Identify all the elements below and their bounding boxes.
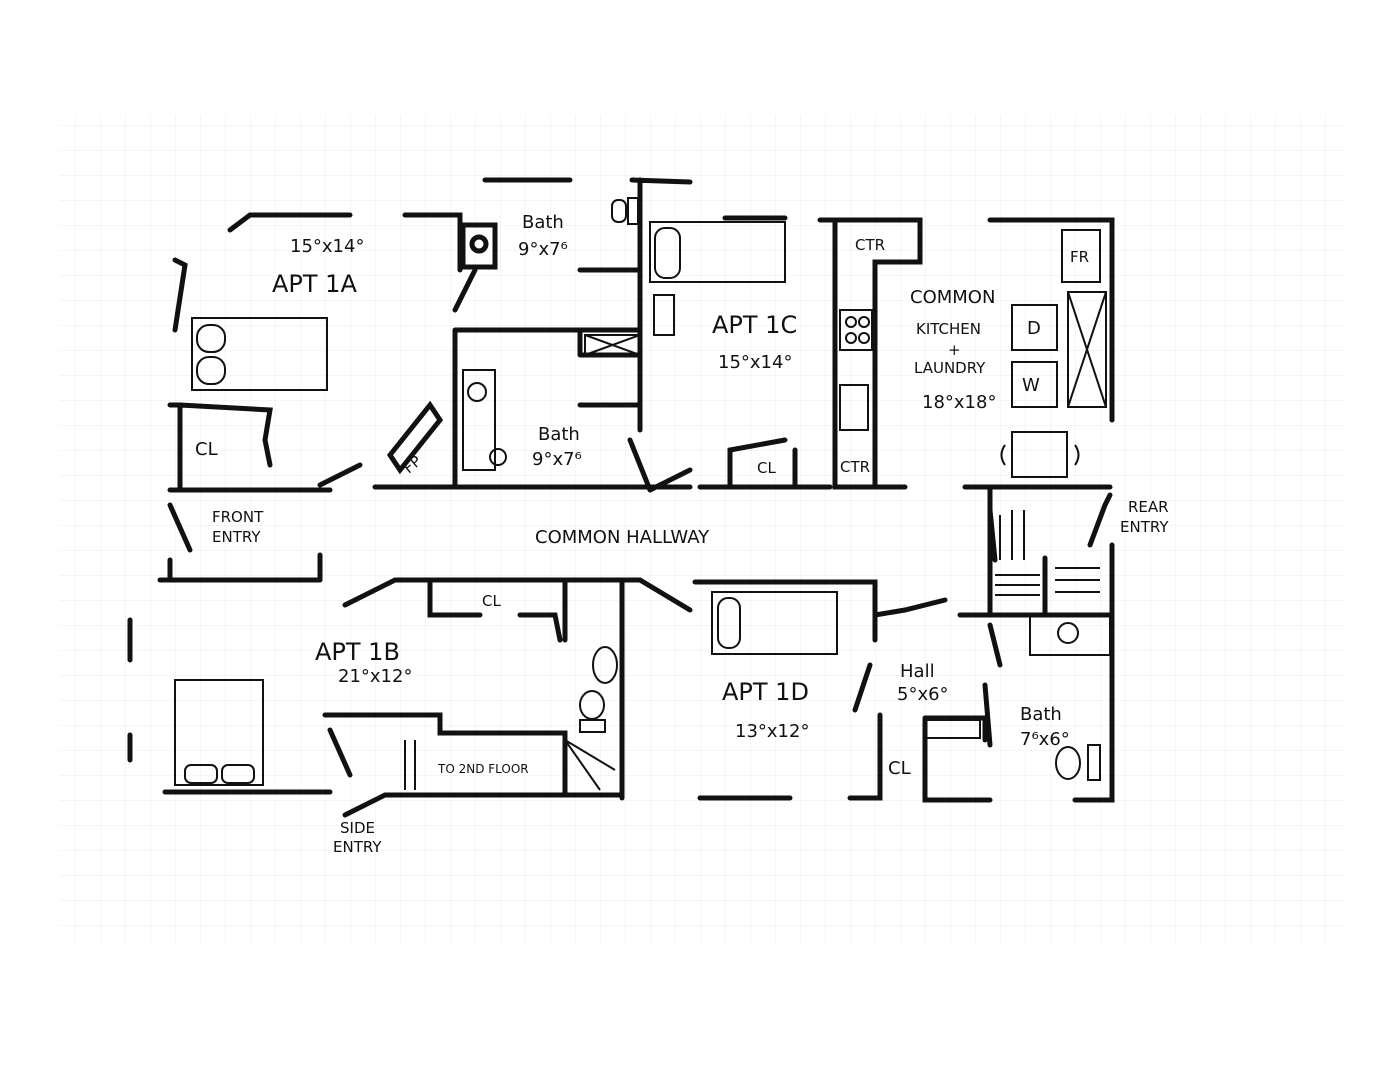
apt1a-dims: 15°x14° [290, 236, 364, 257]
rear-bath-dims: 7⁶x6° [1020, 729, 1070, 750]
bath-mid-name: Bath [538, 424, 580, 445]
side-entry-1: SIDE [340, 819, 375, 837]
side-entry-2: ENTRY [333, 838, 382, 856]
apt1b-dims: 21°x12° [338, 666, 412, 687]
bed-1c [649, 221, 786, 283]
apt1b-name: APT 1B [315, 638, 400, 666]
rear-bath-name: Bath [1020, 704, 1062, 725]
counter-bottom-label: CTR [840, 458, 870, 476]
kitchen-line3: + [948, 341, 961, 359]
front-entry-2: ENTRY [212, 528, 261, 546]
hall-name: Hall [900, 661, 935, 682]
bath-top-name: Bath [522, 212, 564, 233]
apt1d-closet: CL [888, 758, 911, 779]
counter-top-label: CTR [855, 236, 885, 254]
grid-paper [60, 115, 1345, 945]
front-entry-1: FRONT [212, 508, 264, 526]
bed-1d [711, 591, 838, 655]
apt1d-name: APT 1D [722, 678, 809, 706]
hall-dims: 5°x6° [897, 684, 949, 705]
apt1c-closet: CL [757, 459, 776, 477]
stairs-label: TO 2ND FLOOR [437, 762, 529, 776]
bath-top-dims: 9°x7⁶ [518, 239, 568, 260]
kitchen-dims: 18°x18° [922, 392, 996, 413]
bath-mid-dims: 9°x7⁶ [532, 449, 582, 470]
walls [127, 177, 1115, 818]
apt1b-closet: CL [482, 592, 501, 610]
rear-entry-1: REAR [1128, 498, 1169, 516]
dryer-label: D [1027, 318, 1041, 339]
apt1a-closet: CL [195, 439, 218, 460]
rear-entry-2: ENTRY [1120, 518, 1169, 536]
kitchen-line1: COMMON [910, 287, 995, 308]
bed-1b [174, 679, 264, 786]
kitchen-line2: KITCHEN [916, 320, 981, 338]
apt1c-name: APT 1C [712, 311, 797, 339]
apt1d-dims: 13°x12° [735, 721, 809, 742]
fixtures [174, 197, 1111, 791]
bed-1a [191, 317, 328, 391]
washer-label: W [1022, 375, 1040, 396]
apt1c-dims: 15°x14° [718, 352, 792, 373]
toilet-top [460, 222, 498, 270]
kitchen-line4: LAUNDRY [914, 359, 986, 377]
common-hallway-label: COMMON HALLWAY [535, 527, 710, 548]
apt1a-name: APT 1A [272, 270, 357, 298]
fridge-label: FR [1070, 248, 1089, 266]
